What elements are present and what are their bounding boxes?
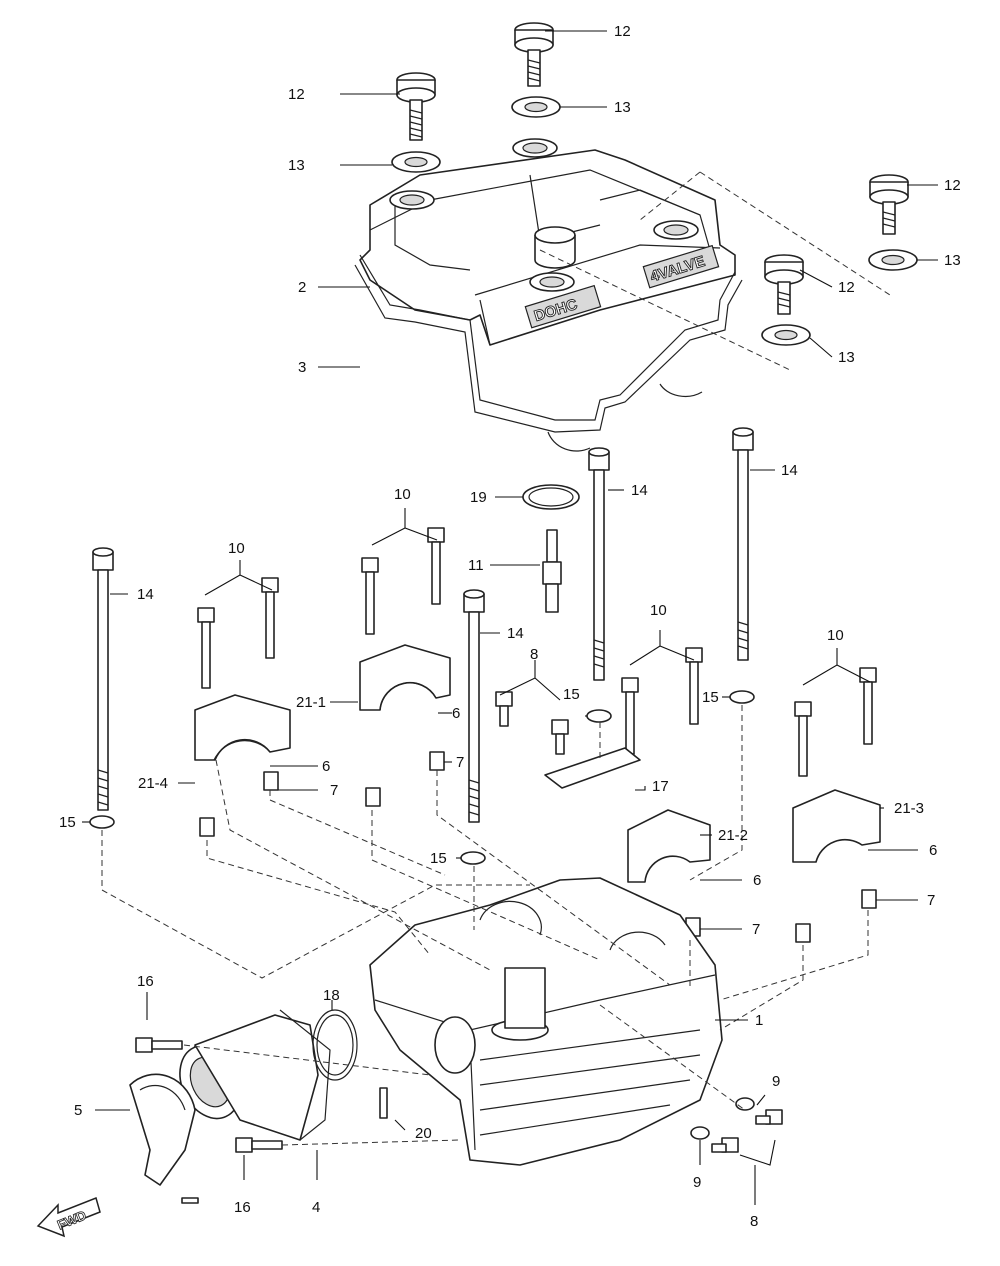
callout-2: 2 xyxy=(298,279,306,296)
cam-holder-21-3 xyxy=(792,789,881,863)
callout-16-bottom: 16 xyxy=(234,1199,251,1216)
cam-holder-21-4 xyxy=(194,694,291,761)
callout-12-right-outer: 12 xyxy=(944,177,961,194)
leader-lines xyxy=(82,30,938,1205)
chain-guide-plate xyxy=(544,747,641,789)
callout-10-d: 10 xyxy=(827,627,844,644)
callout-14-center: 14 xyxy=(507,625,524,642)
callout-10-c: 10 xyxy=(650,602,667,619)
side-bolts xyxy=(135,1037,783,1153)
fwd-label: FWD xyxy=(55,1208,88,1233)
callout-6-c: 6 xyxy=(929,842,937,859)
callout-21-4: 21-4 xyxy=(138,775,168,792)
cam-holder-21-1 xyxy=(359,644,451,711)
callout-13-right-outer: 13 xyxy=(944,252,961,269)
cylinder-head xyxy=(369,877,723,1166)
callout-7-c: 7 xyxy=(752,921,760,938)
callout-4: 4 xyxy=(312,1199,320,1216)
valve-cover-gasket xyxy=(354,254,743,452)
callout-10-a: 10 xyxy=(228,540,245,557)
callout-19: 19 xyxy=(470,489,487,506)
callout-7-b: 7 xyxy=(456,754,464,771)
forward-direction-arrow: FWD xyxy=(36,1196,101,1238)
cap-washer-right-outer xyxy=(868,249,918,271)
callout-10-b: 10 xyxy=(394,486,411,503)
cap-bolt-center xyxy=(514,22,554,87)
callout-15-d: 15 xyxy=(702,689,719,706)
cap-bolt-right-inner xyxy=(764,254,804,315)
callout-20: 20 xyxy=(415,1125,432,1142)
cam-holder-21-2 xyxy=(627,809,711,883)
callout-3: 3 xyxy=(298,359,306,376)
callout-15-c: 15 xyxy=(563,686,580,703)
callout-21-1: 21-1 xyxy=(296,694,326,711)
callout-12-right-inner: 12 xyxy=(838,279,855,296)
callout-13-center: 13 xyxy=(614,99,631,116)
callout-16-top: 16 xyxy=(137,973,154,990)
o-ring xyxy=(522,484,580,510)
callout-12-left: 12 xyxy=(288,86,305,103)
callout-9-left: 9 xyxy=(693,1174,701,1191)
callout-7-a: 7 xyxy=(330,782,338,799)
callout-21-3: 21-3 xyxy=(894,800,924,817)
callout-12-center: 12 xyxy=(614,23,631,40)
long-bolt-left xyxy=(92,547,114,811)
callout-11: 11 xyxy=(468,557,484,574)
callout-labels: 12 12 12 12 13 13 13 13 2 3 14 14 14 14 … xyxy=(59,23,961,1230)
cap-washer-left xyxy=(391,151,441,173)
callout-14-right: 14 xyxy=(781,462,798,479)
hose-clamp xyxy=(129,1073,199,1204)
callout-13-right-inner: 13 xyxy=(838,349,855,366)
callout-21-2: 21-2 xyxy=(718,827,748,844)
intake-manifold xyxy=(179,1009,331,1141)
cap-bolt-left xyxy=(396,72,436,141)
callout-6-d: 6 xyxy=(753,872,761,889)
callout-14-left: 14 xyxy=(137,586,154,603)
callout-6-b: 6 xyxy=(452,705,460,722)
cap-washer-center xyxy=(511,96,561,118)
spark-plug xyxy=(542,529,562,613)
callout-9-right: 9 xyxy=(772,1073,780,1090)
callout-8-bottom: 8 xyxy=(750,1213,758,1230)
long-bolt-right xyxy=(732,427,754,661)
callout-15-b: 15 xyxy=(430,850,447,867)
callout-5: 5 xyxy=(74,1102,82,1119)
assembly-lines xyxy=(101,171,891,1146)
callout-15-a: 15 xyxy=(59,814,76,831)
callout-14-center-right: 14 xyxy=(631,482,648,499)
cap-bolt-right-outer xyxy=(869,174,909,235)
callout-6-a: 6 xyxy=(322,758,330,775)
callout-18: 18 xyxy=(323,987,340,1004)
callout-17: 17 xyxy=(652,778,669,795)
long-bolt-center xyxy=(463,589,485,823)
dowel-pins xyxy=(199,751,877,943)
callout-1: 1 xyxy=(755,1012,763,1029)
callout-8-top: 8 xyxy=(530,646,538,663)
long-bolt-center-right xyxy=(588,447,610,681)
washers-15 xyxy=(89,690,755,865)
cap-washer-right-inner xyxy=(761,324,811,346)
valve-cover: DOHC 4VALVE xyxy=(359,138,736,346)
callout-13-left: 13 xyxy=(288,157,305,174)
intake-o-ring xyxy=(312,1009,358,1081)
callout-7-d: 7 xyxy=(927,892,935,909)
